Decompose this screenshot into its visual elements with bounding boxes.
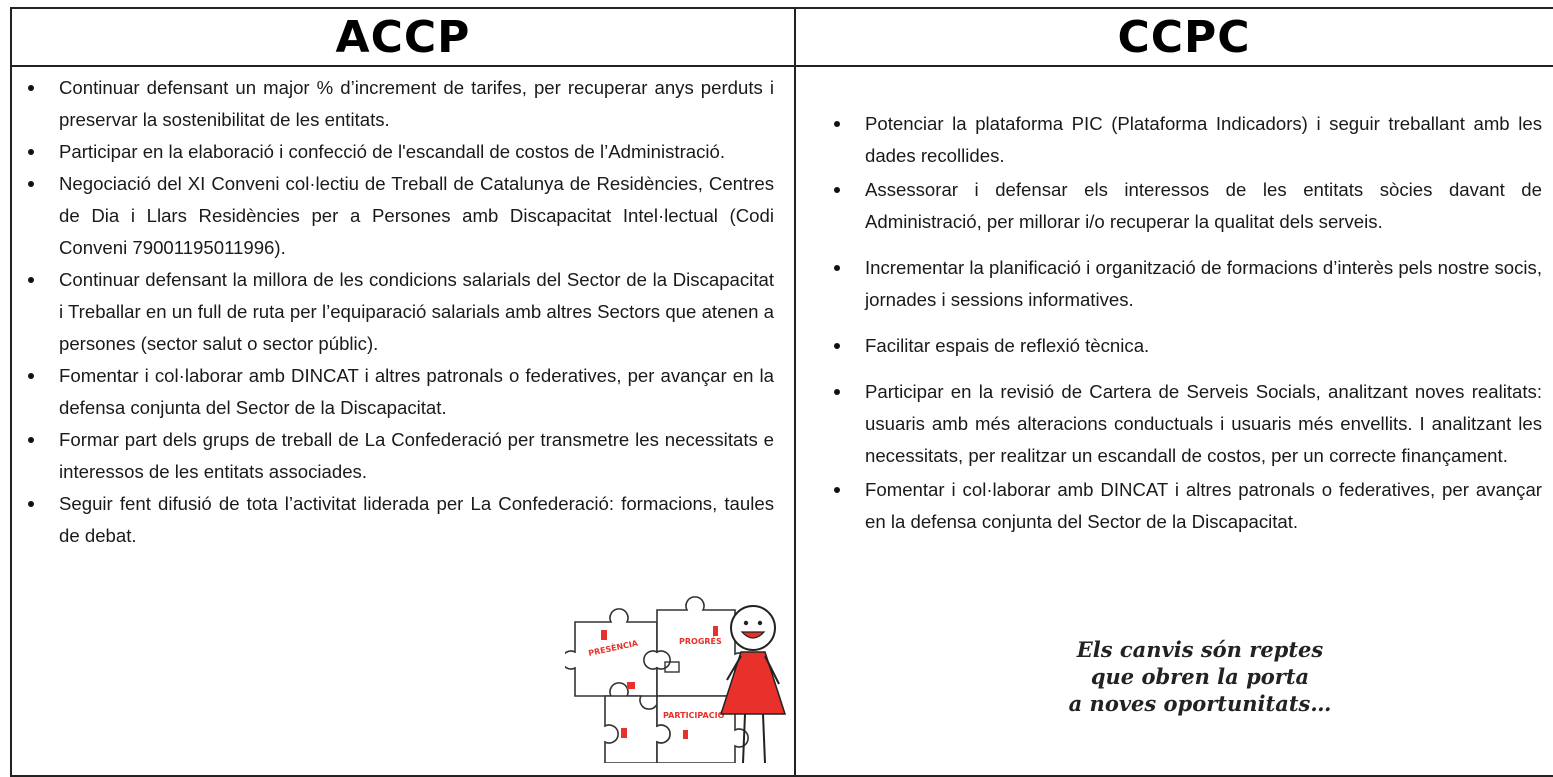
list-item: Continuar defensant un major % d’increme… xyxy=(22,72,774,136)
list-item: Seguir fent difusió de tota l’activitat … xyxy=(22,488,774,552)
puzzle-person-illustration-icon: PRESÈNCIA PROGRÉS PARTICIPACIÓ xyxy=(561,590,797,764)
list-item: Potenciar la plataforma PIC (Plataforma … xyxy=(828,108,1542,172)
list-item: Continuar defensant la millora de les co… xyxy=(22,264,774,360)
ccpc-column: Potenciar la plataforma PIC (Plataforma … xyxy=(828,108,1542,552)
quote-line: Els canvis són reptes xyxy=(1076,637,1324,662)
list-item: Negociació del XI Conveni col·lectiu de … xyxy=(22,168,774,264)
accp-list: Continuar defensant un major % d’increme… xyxy=(22,72,774,552)
quote-line: a noves oportunitats… xyxy=(1068,691,1332,716)
header-ccpc: CCPC xyxy=(1117,11,1251,63)
accp-column: Continuar defensant un major % d’increme… xyxy=(22,72,774,552)
motivational-quote: Els canvis són reptes que obren la porta… xyxy=(1030,636,1370,717)
column-divider xyxy=(794,9,796,775)
ccpc-list: Potenciar la plataforma PIC (Plataforma … xyxy=(828,108,1542,538)
header-divider xyxy=(12,65,1553,67)
header-accp: ACCP xyxy=(335,11,471,63)
illustration-label: PROGRÉS xyxy=(679,635,722,646)
list-item: Participar en la elaboració i confecció … xyxy=(22,136,774,168)
list-item: Assessorar i defensar els interessos de … xyxy=(828,174,1542,238)
list-item: Fomentar i col·laborar amb DINCAT i altr… xyxy=(22,360,774,424)
list-item: Formar part dels grups de treball de La … xyxy=(22,424,774,488)
list-item: Incrementar la planificació i organitzac… xyxy=(828,252,1542,316)
list-item: Fomentar i col·laborar amb DINCAT i altr… xyxy=(828,474,1542,538)
quote-line: que obren la porta xyxy=(1090,664,1310,689)
illustration-label: PARTICIPACIÓ xyxy=(663,709,725,720)
list-item: Participar en la revisió de Cartera de S… xyxy=(828,376,1542,472)
list-item: Facilitar espais de reflexió tècnica. xyxy=(828,330,1542,362)
